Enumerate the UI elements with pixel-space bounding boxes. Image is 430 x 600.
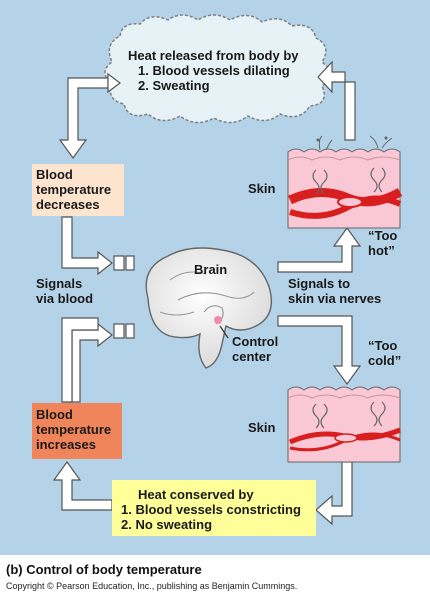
heat-released-cloud	[104, 14, 331, 124]
too-cold-label: “Too cold”	[368, 338, 401, 368]
skin-label-top: Skin	[248, 181, 276, 196]
copyright-notice: Copyright © Pearson Education, Inc., pub…	[6, 581, 298, 591]
control-center-label: Control center	[232, 334, 278, 364]
decreases-line-3: decreases	[36, 197, 100, 212]
signals-via-blood-line-1: Signals	[36, 276, 83, 291]
too-cold-line-1: “Too	[368, 338, 398, 353]
decreases-line-1: Blood	[36, 167, 73, 182]
skin-illustration-top	[287, 135, 403, 229]
heat-released-title: Heat released from body by	[128, 48, 299, 63]
too-hot-line-2: hot”	[368, 243, 395, 258]
arrow-skin-to-heat-conserved	[315, 461, 353, 526]
signals-to-skin-label: Signals to skin via nerves	[288, 276, 381, 306]
heat-released-item-1: 1. Blood vessels dilating	[138, 63, 290, 78]
heat-conserved-item-2: 2. No sweating	[121, 517, 213, 532]
decreases-line-2: temperature	[36, 182, 112, 197]
brain-label: Brain	[194, 262, 228, 277]
too-hot-line-1: “Too	[368, 228, 398, 243]
brain-illustration	[145, 247, 273, 369]
increases-line-1: Blood	[36, 407, 73, 422]
signals-via-blood-label: Signals via blood	[36, 276, 93, 306]
blood-temperature-increases-box: Blood temperature increases	[32, 403, 122, 459]
heat-conserved-box: Heat conserved by 1. Blood vessels const…	[112, 480, 316, 536]
arrow-brain-to-top-skin	[277, 226, 362, 273]
too-cold-line-2: cold”	[368, 353, 402, 368]
arrow-cloud-to-decreases	[58, 72, 121, 160]
heat-conserved-item-1: 1. Blood vessels constricting	[121, 502, 301, 517]
signals-to-skin-line-2: skin via nerves	[288, 291, 382, 306]
arrow-decreases-to-brain	[61, 216, 135, 276]
arrow-skin-to-cloud	[317, 60, 356, 141]
skin-illustration-bottom	[287, 386, 401, 463]
arrow-heat-conserved-to-increases	[52, 460, 113, 511]
heat-conserved-title: Heat conserved by	[138, 487, 254, 502]
increases-line-2: temperature	[36, 422, 112, 437]
signals-via-blood-line-2: via blood	[36, 291, 94, 306]
heat-released-text: Heat released from body by 1. Blood vess…	[128, 48, 328, 93]
arrow-brain-to-bottom-skin	[277, 315, 362, 386]
figure-caption: (b) Control of body temperature	[6, 562, 202, 577]
control-center-line-1: Control	[232, 334, 279, 349]
skin-label-bottom: Skin	[248, 420, 276, 435]
too-hot-label: “Too hot”	[368, 228, 397, 258]
arrow-increases-to-brain	[61, 317, 135, 403]
increases-line-3: increases	[36, 437, 96, 452]
blood-temperature-decreases-box: Blood temperature decreases	[32, 164, 124, 216]
diagram-graphics	[52, 14, 403, 526]
control-center-line-2: center	[232, 349, 272, 364]
signals-to-skin-line-1: Signals to	[288, 276, 351, 291]
heat-released-item-2: 2. Sweating	[138, 78, 210, 93]
